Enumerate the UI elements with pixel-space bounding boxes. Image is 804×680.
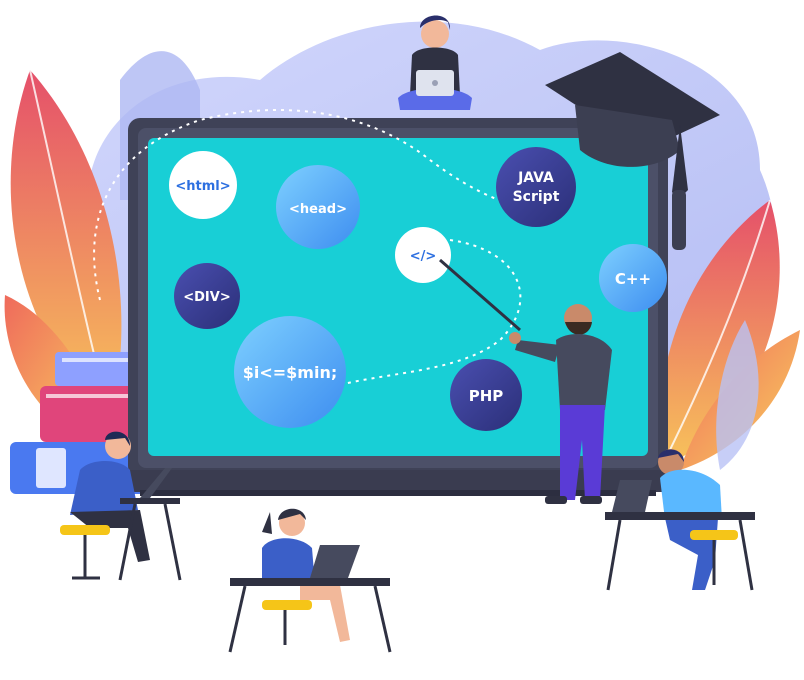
bubble-code: </> <box>395 227 451 283</box>
bubble-javascript: JAVA Script <box>496 147 576 227</box>
student-right <box>605 449 755 591</box>
bubble-html: <html> <box>169 151 237 219</box>
svg-text:<DIV>: <DIV> <box>183 290 230 305</box>
teacher <box>439 258 612 504</box>
svg-text:<head>: <head> <box>289 202 347 217</box>
bubble-cpp: C++ <box>599 244 667 312</box>
svg-text:Script: Script <box>513 189 560 205</box>
svg-text:JAVA: JAVA <box>517 170 554 186</box>
right-leaves <box>658 199 800 471</box>
bubble-php: PHP <box>450 359 522 431</box>
student-left <box>60 431 182 581</box>
bubble-expression: $i<=$min; <box>234 316 346 428</box>
student-center <box>228 508 392 653</box>
svg-text:PHP: PHP <box>469 387 504 405</box>
svg-text:</>: </> <box>410 249 437 264</box>
svg-text:$i<=$min;: $i<=$min; <box>243 363 338 382</box>
dotted-paths <box>93 109 561 401</box>
svg-text:C++: C++ <box>615 270 651 288</box>
bubble-div: <DIV> <box>174 263 240 329</box>
graduation-cap-icon <box>545 52 720 250</box>
person-top-with-laptop <box>398 15 472 110</box>
bubble-head: <head> <box>276 165 360 249</box>
svg-text:<html>: <html> <box>175 179 230 194</box>
